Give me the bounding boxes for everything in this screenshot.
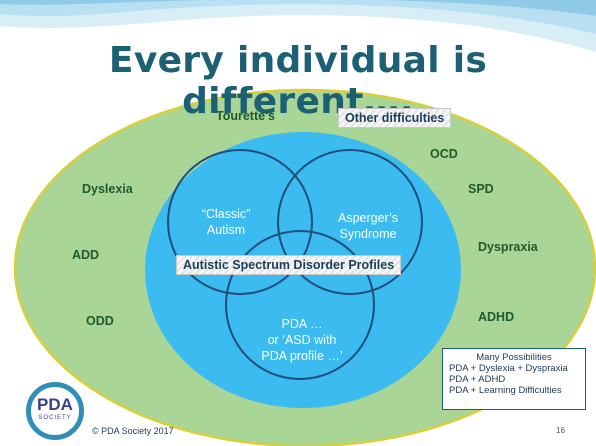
logo-main-text: PDA	[37, 395, 73, 414]
possibility-item: PDA + Learning Difficulties	[449, 385, 562, 396]
copyright-text: © PDA Society 2017	[92, 426, 174, 436]
possibilities-heading: Many Possibilities	[476, 352, 552, 363]
asperger-line-1: Asperger’s	[338, 211, 398, 225]
circle-pda	[225, 230, 375, 380]
label-classic-autism: “Classic” Autism	[180, 206, 272, 238]
circle-classic-autism	[167, 149, 313, 295]
pda-society-logo: PDA SOCIETY	[26, 382, 84, 440]
label-odd: ODD	[86, 314, 114, 328]
label-add: ADD	[72, 248, 100, 262]
label-dyslexia: Dyslexia	[82, 182, 133, 196]
label-adhd: ADHD	[478, 310, 515, 324]
label-aspergers: Asperger’s Syndrome	[318, 210, 418, 242]
logo-sub-text: SOCIETY	[38, 415, 72, 421]
top-wave-decoration	[0, 0, 596, 52]
label-spd: SPD	[468, 182, 494, 196]
classic-line-2: Autism	[206, 223, 246, 237]
label-ocd: OCD	[430, 147, 458, 161]
pda-line-1: PDA …	[281, 317, 323, 331]
label-other-difficulties: Other difficulties	[338, 108, 452, 128]
pda-line-3: PDA profile …’	[261, 349, 343, 363]
label-dyspraxia: Dyspraxia	[478, 240, 538, 254]
asperger-line-2: Syndrome	[339, 227, 397, 241]
label-tourettes: Tourette's	[216, 109, 275, 123]
possibility-item: PDA + ADHD	[449, 374, 506, 385]
possibility-item: PDA + Dyslexia + Dyspraxia	[449, 363, 568, 374]
label-pda: PDA … or ‘ASD with PDA profile …’	[246, 316, 358, 364]
page-number: 16	[556, 426, 565, 435]
circle-aspergers	[277, 149, 423, 295]
possibilities-box: Many Possibilities PDA + Dyslexia + Dysp…	[442, 348, 586, 410]
pda-line-2: or ‘ASD with	[267, 333, 337, 347]
classic-line-1: “Classic”	[201, 207, 251, 221]
band-asd-profiles: Autistic Spectrum Disorder Profiles	[176, 255, 402, 275]
slide-title: Every individual is different….	[108, 40, 488, 122]
